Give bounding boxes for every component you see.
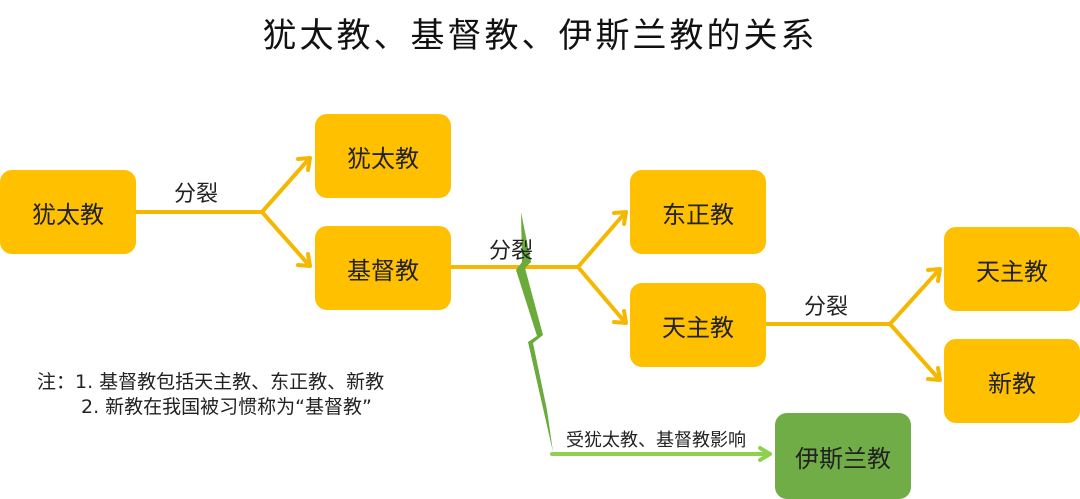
note-line-2: 2. 新教在我国被习惯称为“基督教” <box>81 396 372 418</box>
node-judaism-root: 犹太教 <box>0 170 136 254</box>
node-catholicism: 天主教 <box>630 283 766 367</box>
note-line-1: 1. 基督教包括天主教、东正教、新教 <box>75 371 385 393</box>
connector-split-2 <box>449 210 628 325</box>
edge-label-split-2: 分裂 <box>489 239 534 264</box>
node-judaism: 犹太教 <box>315 114 451 198</box>
connector-split-3 <box>764 267 942 382</box>
node-catholicism-2: 天主教 <box>944 227 1080 311</box>
notes-prefix: 注： <box>37 371 76 393</box>
notes-block: 注：1. 基督教包括天主教、东正教、新教 2. 新教在我国被习惯称为“基督教” <box>37 370 384 420</box>
node-eastern-orthodox: 东正教 <box>630 170 766 254</box>
edge-label-split-3: 分裂 <box>804 295 849 320</box>
edge-label-influence: 受犹太教、基督教影响 <box>566 430 746 451</box>
connector-split-1 <box>134 156 312 268</box>
lightning-bolt-shape <box>516 212 553 452</box>
node-protestantism: 新教 <box>944 339 1080 423</box>
connector-influence <box>550 446 772 462</box>
diagram-title: 犹太教、基督教、伊斯兰教的关系 <box>262 16 818 56</box>
edge-label-split-1: 分裂 <box>174 182 219 207</box>
node-islam: 伊斯兰教 <box>775 413 911 499</box>
node-christianity: 基督教 <box>315 226 451 310</box>
